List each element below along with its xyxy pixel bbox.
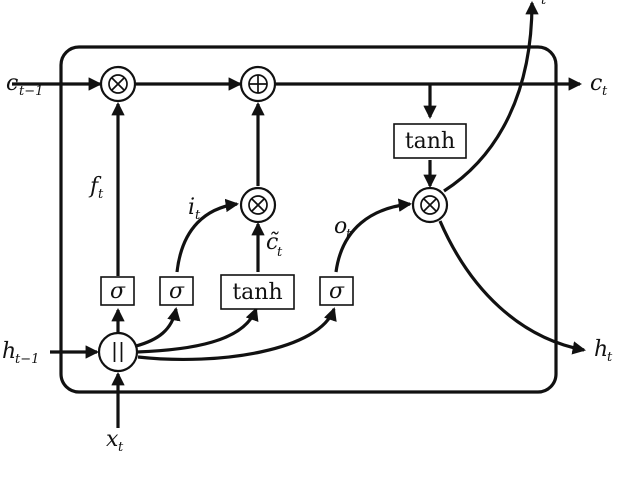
svg-text:c: c — [590, 71, 602, 96]
svg-text:tanh: tanh — [232, 280, 282, 305]
label-output-gate: o t — [334, 214, 352, 242]
svg-text:t−1: t−1 — [15, 352, 39, 367]
svg-text:h: h — [2, 339, 16, 364]
svg-text:t: t — [118, 440, 124, 455]
svg-text:x: x — [106, 427, 119, 452]
sigma-input-box: σ — [159, 276, 194, 306]
svg-text:t: t — [602, 84, 608, 99]
svg-text:t: t — [346, 227, 352, 242]
edge-sigma-input-to-mult — [175, 198, 239, 273]
svg-text:i: i — [188, 195, 195, 220]
svg-text:t: t — [607, 350, 613, 365]
edge-concat-to-sigma-output — [137, 307, 337, 362]
sigma-forget-box: σ — [100, 276, 135, 306]
forget-multiply-node — [99, 65, 137, 103]
svg-text:σ: σ — [169, 279, 185, 304]
label-hidden-out: h t — [594, 337, 613, 365]
cell-add-node — [239, 65, 277, 103]
svg-text:tanh: tanh — [405, 129, 455, 154]
svg-text:σ: σ — [110, 279, 126, 304]
edge-sigma-output-to-mult — [334, 198, 413, 273]
svg-text:t: t — [541, 0, 547, 8]
output-multiply-node — [411, 186, 449, 224]
svg-text:c̃: c̃ — [266, 230, 279, 255]
cell-boundary — [59, 45, 558, 394]
svg-text:c: c — [6, 71, 18, 96]
tanh-candidate-box: tanh — [220, 274, 295, 310]
label-cell-out: c t — [590, 71, 608, 99]
svg-text:t−1: t−1 — [19, 84, 43, 99]
svg-text:t: t — [277, 245, 283, 260]
tanh-cell-box: tanh — [393, 123, 467, 159]
svg-text:o: o — [334, 214, 347, 239]
input-multiply-node — [239, 186, 277, 224]
label-hidden-top: h t — [528, 0, 547, 8]
edge-output-mult-to-hidden-out — [438, 220, 586, 355]
label-x-input: x t — [106, 427, 124, 455]
svg-text:h: h — [594, 337, 608, 362]
svg-text:σ: σ — [329, 279, 345, 304]
edge-concat-to-sigma-input — [135, 307, 181, 348]
label-cell-prev: c t−1 — [6, 71, 43, 99]
concat-node — [97, 331, 139, 373]
svg-text:h: h — [528, 0, 542, 5]
edge-output-mult-to-top — [443, 0, 539, 193]
svg-text:t: t — [195, 208, 201, 223]
label-candidate: c̃ t — [266, 230, 283, 260]
label-forget-gate: f t — [88, 174, 104, 202]
edge-concat-to-candidate — [136, 307, 259, 354]
label-input-gate: i t — [188, 195, 201, 223]
label-hidden-prev: h t−1 — [2, 339, 39, 367]
svg-text:t: t — [98, 187, 104, 202]
sigma-output-box: σ — [319, 276, 354, 306]
